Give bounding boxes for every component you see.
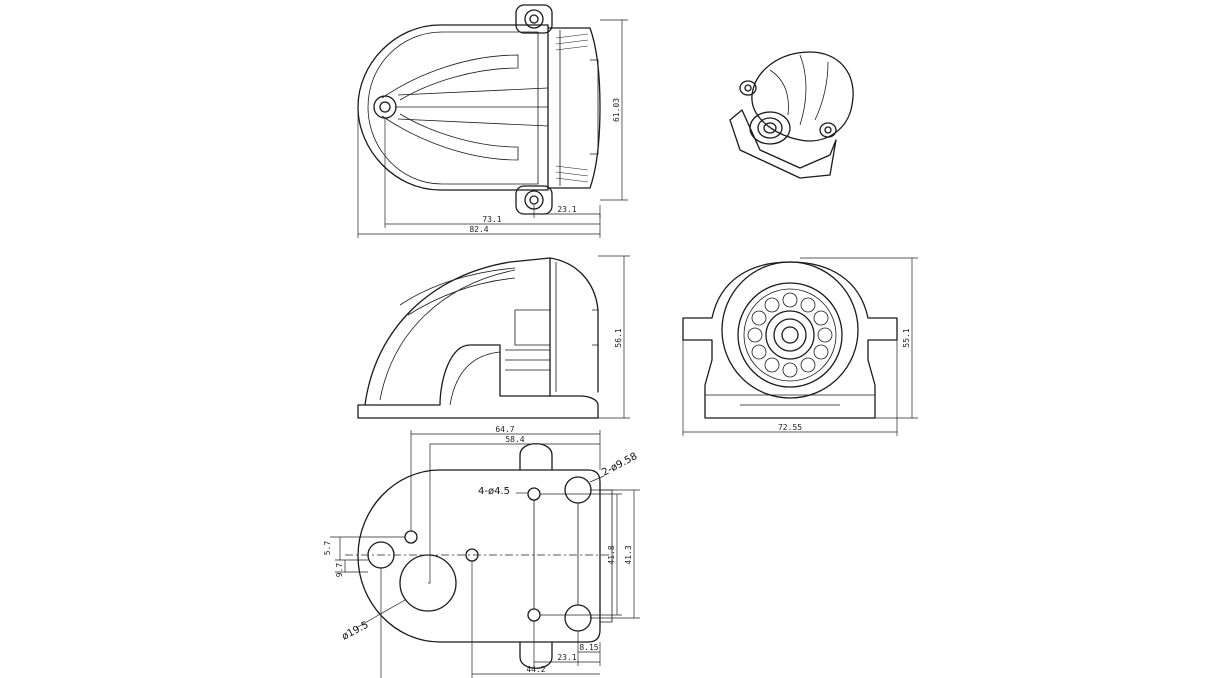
dim-bottom-small-a: 5.7 [323,541,332,556]
front-view: 72.55 55.1 [682,257,918,436]
dim-bottom-width-inner: 58.4 [505,435,524,444]
dim-top-height: 61.03 [612,98,621,122]
dim-top-width-inner: 73.1 [482,215,501,224]
ir-led-ring [747,292,833,378]
dim-bottom-width-outer: 64.7 [495,425,514,434]
side-view: 56.1 [357,255,630,419]
callout-large-holes: 2-ø9.58 [600,451,639,479]
callout-small-holes: 4-ø4.5 [478,486,510,497]
dim-bottom-offset: 23.1 [557,653,576,662]
dim-bottom-small-b: 9.7 [335,563,344,578]
bottom-view: 64.7 58.4 5.7 9.7 41.8 41.3 8.15 23.1 44… [323,425,640,678]
dim-bottom-edge: 8.15 [579,643,598,652]
dim-bottom-hole-span-outer: 41.3 [624,545,633,564]
dim-front-height: 55.1 [902,328,911,347]
dim-side-height: 56.1 [614,328,623,347]
top-view: 61.03 23.1 73.1 82.4 [357,4,628,238]
isometric-view [729,51,854,179]
dim-bottom-base: 44.2 [526,665,545,674]
dim-top-width-outer: 82.4 [469,225,488,234]
dim-top-offset: 23.1 [557,205,576,214]
dim-front-width: 72.55 [778,423,802,432]
callout-cable-hole: ø19.5 [340,620,370,643]
dim-bottom-hole-span: 41.8 [607,545,616,564]
